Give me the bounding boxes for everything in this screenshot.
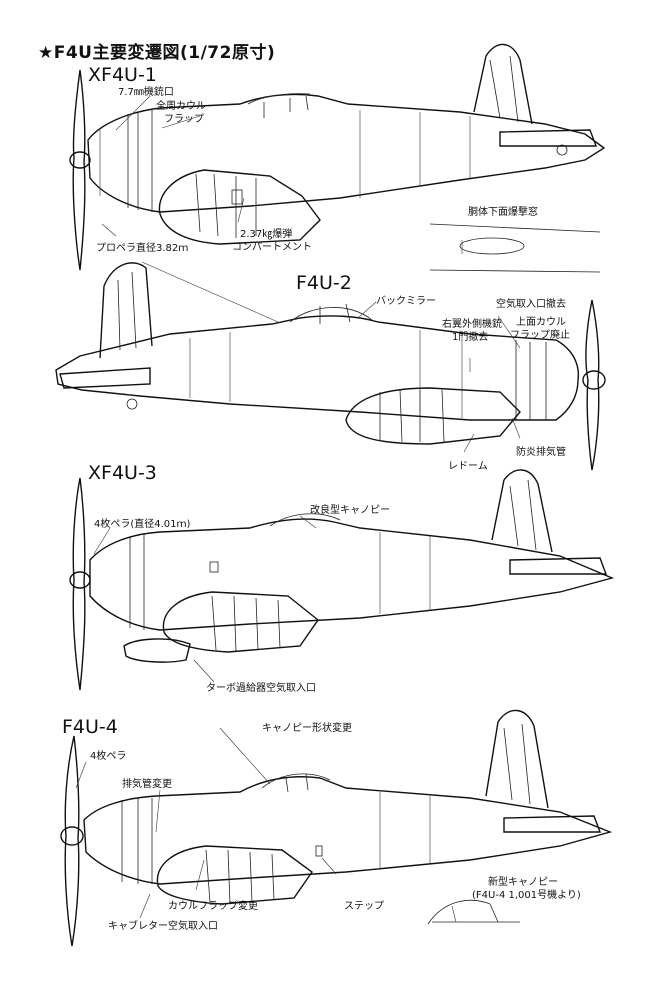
note-turbo-intake: ターボ過給器空気取入口: [206, 683, 316, 694]
variant-label-xf4u3: XF4U-3: [88, 462, 157, 484]
page-title: ★F4U主要変遷図(1/72原寸): [38, 43, 276, 63]
note-new-canopy-line1: 新型キャノピー: [488, 877, 558, 888]
new-canopy-inset: [427, 899, 520, 925]
variant-label-f4u4: F4U-4: [62, 716, 118, 738]
note-flame-damper: 防炎排気管: [516, 447, 566, 458]
note-upper-cowl-line1: 上面カウル: [516, 317, 566, 328]
variant-label-xf4u1: XF4U-1: [88, 64, 157, 86]
xf4u3-drawing: [69, 469, 615, 691]
note-upper-cowl-line2: フラップ廃止: [510, 330, 570, 341]
note-cowl-flap-line1: 全周カウル: [156, 101, 206, 112]
f4u4-drawing: [60, 709, 613, 947]
note-radome: レドーム: [448, 461, 488, 472]
f4u2-drawing: [55, 261, 606, 471]
note-cowl-flap-change: カウルフラップ変更: [168, 901, 258, 912]
note-gun-port: 7.7㎜機銃口: [118, 87, 174, 98]
note-bomb-line2: コンパートメント: [232, 242, 312, 253]
note-new-canopy-line2: (F4U-4 1,001号機より): [472, 890, 581, 901]
xf4u1-drawing: [69, 43, 606, 271]
note-carb-intake: キャブレター空気取入口: [108, 921, 218, 932]
note-cowl-flap-line2: フラップ: [164, 114, 204, 125]
note-canopy-change: キャノピー形状変更: [262, 723, 352, 734]
belly-window-inset: [429, 223, 601, 273]
note-gun-removed-line1: 右翼外側機銃: [442, 319, 502, 330]
note-gun-removed-line2: 1門撤去: [452, 332, 489, 343]
note-step: ステップ: [344, 901, 384, 912]
variant-label-f4u2: F4U-2: [296, 272, 352, 294]
note-exhaust-change: 排気管変更: [122, 779, 172, 790]
note-bomb-line1: 2.37㎏爆弾: [240, 229, 293, 240]
note-prop-diameter: プロペラ直径3.82ｍ: [96, 243, 189, 254]
note-improved-canopy: 改良型キャノピー: [310, 505, 390, 516]
note-back-mirror: バックミラー: [376, 296, 436, 307]
note-four-blade-diameter: 4枚ペラ(直径4.01ｍ): [94, 519, 191, 530]
note-four-blade: 4枚ペラ: [90, 751, 127, 762]
note-belly-window: 胴体下面爆撃窓: [468, 207, 538, 218]
note-intake-removed: 空気取入口撤去: [496, 299, 566, 310]
